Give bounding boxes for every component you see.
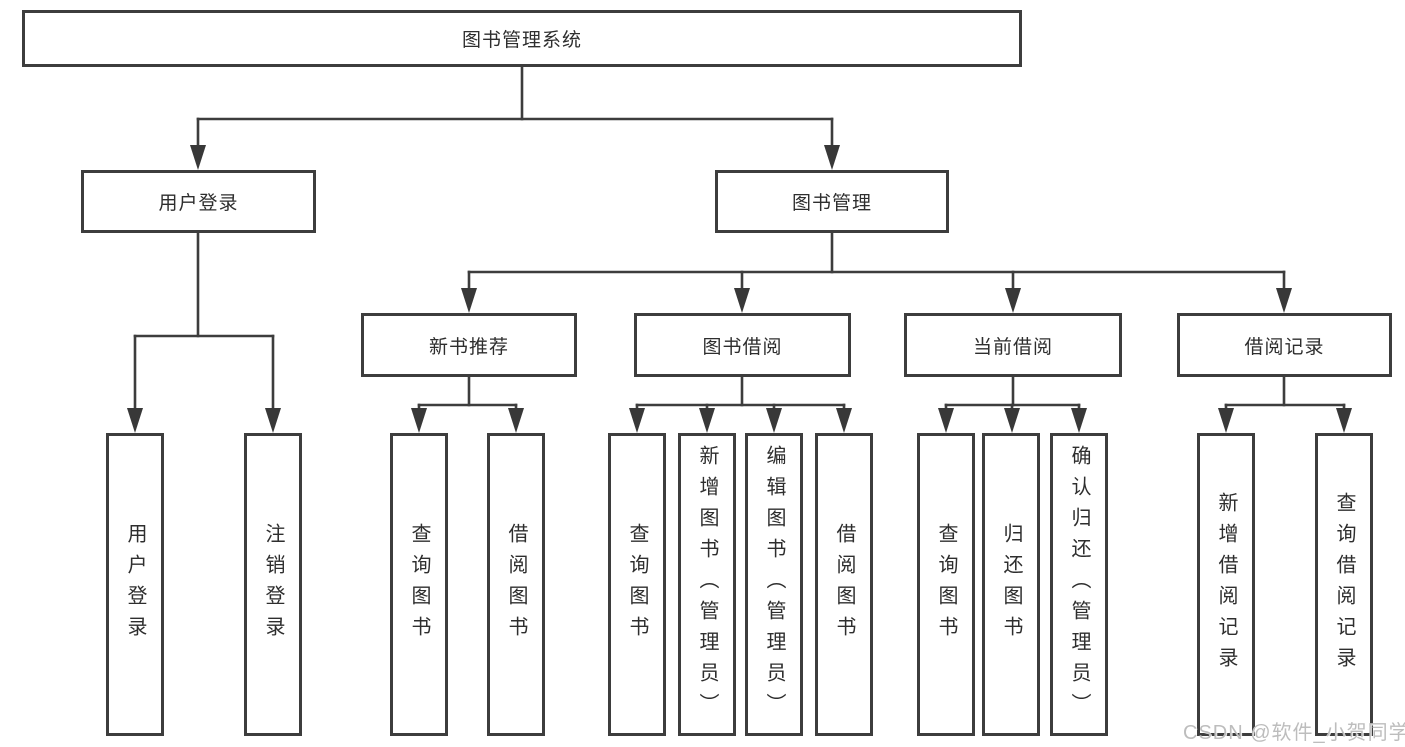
connector-current-to-leaves [938,375,1087,433]
node-root: 图书管理系统 [22,10,1022,67]
leaf-borrow-books-recommend: 借阅图书 [487,433,545,736]
connector-borrow-to-leaves [629,375,852,433]
leaf-label: 借阅图书 [833,522,855,647]
connector-recommend-to-leaves [411,375,524,433]
node-new-book-recommend: 新书推荐 [361,313,577,377]
leaf-add-borrow-record: 新增借阅记录 [1197,433,1255,736]
connector-root-to-level2 [190,65,840,170]
leaf-label: 查询图书 [626,522,648,647]
leaf-label: 用户登录 [124,522,146,647]
leaf-query-books-borrow: 查询图书 [608,433,666,736]
node-book-borrow: 图书借阅 [634,313,851,377]
leaf-borrow-books: 借阅图书 [815,433,873,736]
leaf-label: 归还图书 [1000,522,1022,647]
connector-bookmgmt-to-level3 [461,231,1292,313]
leaf-label: 编辑图书（管理员） [763,445,785,724]
leaf-label: 新增借阅记录 [1215,491,1237,678]
leaf-add-book-admin: 新增图书（管理员） [678,433,736,736]
leaf-confirm-return-admin: 确认归还（管理员） [1050,433,1108,736]
leaf-query-books-current: 查询图书 [917,433,975,736]
leaf-label: 查询图书 [408,522,430,647]
connector-login-to-leaves [127,231,281,433]
leaf-query-books-recommend: 查询图书 [390,433,448,736]
leaf-label: 借阅图书 [505,522,527,647]
leaf-edit-book-admin: 编辑图书（管理员） [745,433,803,736]
leaf-logout: 注销登录 [244,433,302,736]
leaf-label: 查询图书 [935,522,957,647]
leaf-label: 查询借阅记录 [1333,491,1355,678]
leaf-label: 注销登录 [262,522,284,647]
leaf-label: 确认归还（管理员） [1068,445,1090,724]
leaf-user-login: 用户登录 [106,433,164,736]
csdn-watermark: CSDN @软件_小贺同学 [1183,722,1405,744]
connector-records-to-leaves [1218,375,1352,433]
leaf-query-borrow-record: 查询借阅记录 [1315,433,1373,736]
node-borrow-records: 借阅记录 [1177,313,1392,377]
node-user-login-branch: 用户登录 [81,170,316,233]
leaf-label: 新增图书（管理员） [696,445,718,724]
leaf-return-books: 归还图书 [982,433,1040,736]
node-book-management: 图书管理 [715,170,949,233]
node-current-borrow: 当前借阅 [904,313,1122,377]
